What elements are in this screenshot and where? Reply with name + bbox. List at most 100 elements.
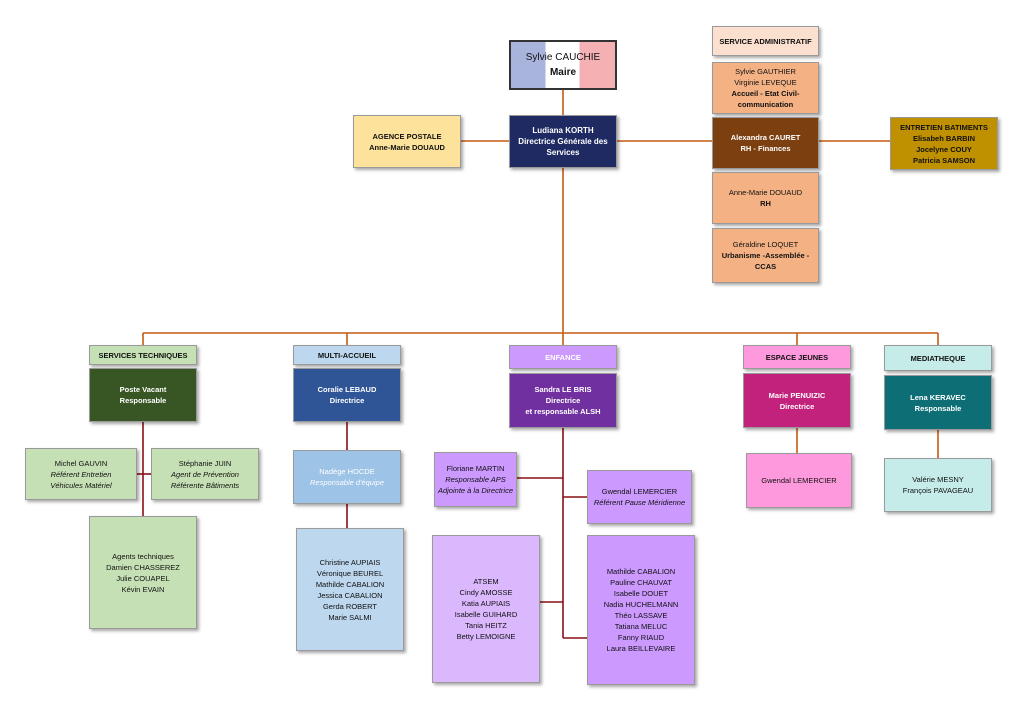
admin-urbanisme-line1: Géraldine LOQUET — [732, 240, 799, 249]
espace-jeunes-lead-line2: Directrice — [779, 401, 815, 411]
atsem-line3: Katia AUPIAIS — [461, 599, 511, 608]
services-techniques-lead-line2: Responsable — [119, 396, 167, 405]
service-administratif-title: SERVICE ADMINISTRATIF — [719, 36, 812, 46]
ma-team-line5: Gerda ROBERT — [322, 601, 378, 611]
enf-team-line7: Fanny RIAUD — [617, 633, 665, 642]
med-team-line2: François PAVAGEAU — [902, 486, 974, 495]
enfance-lead: Sandra LE BRIS Directrice et responsable… — [509, 373, 617, 428]
enf-team-line4: Nadia HUCHELMANN — [603, 600, 679, 609]
enf-lemercier-line2: Référent Pause Méridienne — [593, 498, 686, 507]
mayor-name: Sylvie CAUCHIE — [525, 52, 601, 63]
gauvin-line1: Michel GAUVIN — [54, 458, 108, 468]
enf-team-line1: Mathilde CABALION — [606, 567, 676, 576]
agents-line2: Damien CHASSEREZ — [106, 562, 180, 572]
agents-line4: Kévin EVAIN — [121, 584, 165, 594]
mediatheque-header: MEDIATHEQUE — [884, 345, 992, 371]
espace-jeunes-header: ESPACE JEUNES — [743, 345, 851, 369]
entretien-batiments-line1: Elisabeh BARBIN — [912, 133, 976, 143]
espace-jeunes-lead: Marie PENUIZIC Directrice — [743, 373, 851, 428]
atsem-line6: Betty LEMOIGNE — [456, 632, 516, 641]
admin-urbanisme-box: Géraldine LOQUET Urbanisme -Assemblée - … — [712, 228, 819, 283]
ej-lemercier-line1: Gwendal LEMERCIER — [761, 476, 837, 485]
mediatheque-lead: Lena KERAVEC Responsable — [884, 375, 992, 430]
mediatheque-lead-line2: Responsable — [914, 403, 962, 413]
martin-line2: Responsable APS — [445, 475, 506, 484]
enfance-lead-line3: et responsable ALSH — [525, 407, 601, 416]
service-administratif-header: SERVICE ADMINISTRATIF — [712, 26, 819, 56]
mediatheque-team: Valérie MESNY François PAVAGEAU — [884, 458, 992, 512]
multi-accueil-team: Christine AUPIAIS Véronique BEUREL Mathi… — [296, 528, 404, 651]
agents-line3: Julie COUAPEL — [116, 573, 170, 583]
enf-team-line3: Isabelle DOUET — [613, 589, 669, 598]
martin-line3: Adjointe à la Directrice — [437, 486, 514, 495]
admin-urbanisme-line2: Urbanisme -Assemblée - — [721, 251, 810, 260]
hocde-line1: Nadège HOCDE — [319, 467, 375, 476]
admin-rh-line2: RH — [760, 199, 771, 208]
services-techniques-header: SERVICES TECHNIQUES — [89, 345, 197, 365]
admin-accueil-line3: Accueil - Etat Civil- — [731, 89, 800, 98]
enf-team-line2: Pauline CHAUVAT — [610, 578, 672, 587]
enfance-martin: Floriane MARTIN Responsable APS Adjointe… — [434, 452, 517, 507]
martin-line1: Floriane MARTIN — [446, 464, 505, 473]
espace-jeunes-lead-line1: Marie PENUIZIC — [768, 390, 826, 400]
admin-rh-box: Anne-Marie DOUAUD RH — [712, 172, 819, 224]
enf-lemercier-line1: Gwendal LEMERCIER — [601, 487, 678, 496]
dgs-title: Directrice Générale des Services — [518, 137, 608, 157]
entretien-batiments-header: ENTRETIEN BATIMENTS — [900, 122, 988, 132]
multi-accueil-hocde: Nadège HOCDE Responsable d'équipe — [293, 450, 401, 504]
dgs-name: Ludiana KORTH — [532, 126, 594, 135]
espace-jeunes-title: ESPACE JEUNES — [765, 352, 829, 362]
mediatheque-title: MEDIATHEQUE — [910, 353, 966, 363]
admin-accueil-line4: communication — [737, 100, 794, 109]
multi-accueil-title: MULTI-ACCUEIL — [317, 350, 377, 360]
atsem-line4: Isabelle GUIHARD — [454, 610, 518, 619]
services-techniques-title: SERVICES TECHNIQUES — [98, 350, 188, 360]
multi-accueil-lead-line1: Coralie LEBAUD — [317, 385, 377, 394]
admin-rh-line1: Anne-Marie DOUAUD — [728, 188, 803, 197]
ma-team-line3: Mathilde CABALION — [315, 579, 385, 589]
admin-rh-finances-box: Alexandra CAURET RH - Finances — [712, 117, 819, 169]
enfance-lead-line2: Directrice — [545, 396, 581, 405]
services-techniques-agents: Agents techniques Damien CHASSEREZ Julie… — [89, 516, 197, 629]
ma-team-line1: Christine AUPIAIS — [319, 557, 381, 567]
enfance-lemercier: Gwendal LEMERCIER Référent Pause Méridie… — [587, 470, 692, 524]
services-techniques-lead-line1: Poste Vacant — [119, 385, 167, 394]
atsem-line2: Cindy AMOSSE — [459, 588, 513, 597]
enfance-title: ENFANCE — [545, 352, 581, 362]
admin-accueil-box: Sylvie GAUTHIER Virginie LEVEQUE Accueil… — [712, 62, 819, 114]
multi-accueil-lead: Coralie LEBAUD Directrice — [293, 368, 401, 422]
services-techniques-lead: Poste Vacant Responsable — [89, 368, 197, 422]
enfance-header: ENFANCE — [509, 345, 617, 369]
juin-line2: Agent de Prévention — [171, 469, 239, 479]
agents-line1: Agents techniques — [112, 551, 174, 561]
agence-postale-person: Anne-Marie DOUAUD — [369, 142, 445, 152]
mayor-title: Maire — [549, 67, 577, 78]
enfance-lead-line1: Sandra LE BRIS — [534, 385, 592, 394]
ma-team-line2: Véronique BEUREL — [316, 568, 384, 578]
dgs-box: Ludiana KORTH Directrice Générale des Se… — [509, 115, 617, 168]
gauvin-line2: Référent Entretien — [50, 469, 112, 479]
admin-rh-finances-line1: Alexandra CAURET — [730, 133, 801, 142]
entretien-batiments-line2: Jocelyne COUY — [916, 144, 972, 154]
admin-rh-finances-line2: RH - Finances — [740, 144, 791, 153]
med-team-line1: Valérie MESNY — [912, 475, 964, 484]
juin-line1: Stéphanie JUIN — [178, 458, 232, 468]
enfance-team: Mathilde CABALION Pauline CHAUVAT Isabel… — [587, 535, 695, 685]
agence-postale-box: AGENCE POSTALE Anne-Marie DOUAUD — [353, 115, 461, 168]
atsem-line5: Tania HEITZ — [465, 621, 507, 630]
ma-team-line4: Jessica CABALION — [317, 590, 383, 600]
gauvin-line3: Véhicules Matériel — [50, 480, 112, 490]
agence-postale-header: AGENCE POSTALE — [372, 131, 442, 141]
mediatheque-lead-line1: Lena KERAVEC — [910, 392, 966, 402]
entretien-batiments-box: ENTRETIEN BATIMENTS Elisabeh BARBIN Joce… — [890, 117, 998, 170]
enf-team-line8: Laura BEILLEVAIRE — [606, 644, 676, 653]
entretien-batiments-line3: Patricia SAMSON — [912, 155, 976, 165]
mayor-box: Sylvie CAUCHIE Maire — [509, 40, 617, 90]
enfance-atsem: ATSEM Cindy AMOSSE Katia AUPIAIS Isabell… — [432, 535, 540, 683]
admin-urbanisme-line3: CCAS — [754, 262, 777, 271]
services-techniques-juin: Stéphanie JUIN Agent de Prévention Référ… — [151, 448, 259, 500]
multi-accueil-header: MULTI-ACCUEIL — [293, 345, 401, 365]
multi-accueil-lead-line2: Directrice — [329, 396, 365, 405]
admin-accueil-line1: Sylvie GAUTHIER — [735, 67, 796, 76]
